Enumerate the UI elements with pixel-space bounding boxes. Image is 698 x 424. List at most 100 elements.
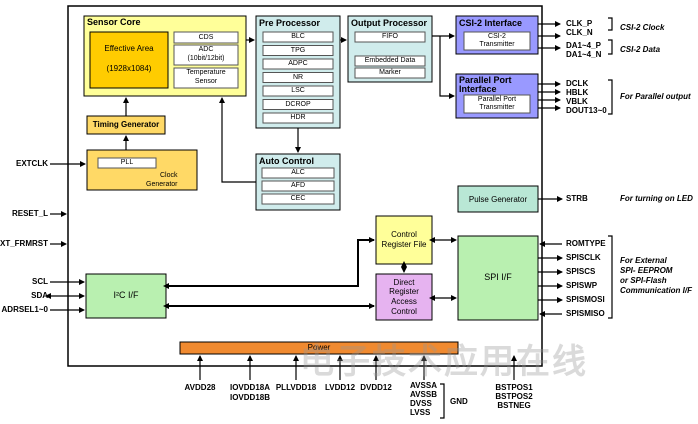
pre-processor-items xyxy=(262,31,334,124)
pin-spisclk: SPISCLK xyxy=(566,253,601,262)
note-strb: For turning on LED xyxy=(620,194,693,203)
pin-scl: SCL xyxy=(32,277,48,286)
pre-item-tpg: TPG xyxy=(290,46,306,54)
pre-item-box-blc xyxy=(262,31,334,43)
pin-adrsel: ADRSEL1~0 xyxy=(1,305,48,314)
pll-label: PLL xyxy=(120,159,134,166)
timing-generator-label: Timing Generator xyxy=(92,120,160,129)
pre-item-blc: BLC xyxy=(291,33,305,40)
pin-spiswp: SPISWP xyxy=(566,281,598,290)
pre-item-box-tpg xyxy=(262,45,334,56)
pin-dvdd12: DVDD12 xyxy=(360,383,392,392)
pin-dclk: DCLK xyxy=(566,79,589,88)
parallel-transmitter-block xyxy=(463,94,531,114)
pin-bstpos2: BSTPOS2 xyxy=(495,392,533,401)
effective-area-size: (1928x1084) xyxy=(106,64,152,73)
pin-lvss: LVSS xyxy=(410,408,431,417)
pin-lvdd12: LVDD12 xyxy=(324,383,356,392)
pin-reset: RESET_L xyxy=(11,209,48,218)
clock-generator-label-2: Generator xyxy=(146,181,178,188)
pre-item-box-hdr xyxy=(262,112,334,124)
direct-register-label-3: Access xyxy=(391,297,417,306)
csi2-inner-1: CSI-2 xyxy=(488,33,506,40)
afd-label: AFD xyxy=(291,182,305,189)
note-spi-3: or SPI-Flash xyxy=(620,276,667,285)
adc-label: ADC xyxy=(198,46,214,53)
note-spi-1: For External xyxy=(620,256,667,265)
pin-dvss: DVSS xyxy=(410,399,432,408)
auto-control-title: Auto Control xyxy=(259,156,314,166)
pin-vblk: VBLK xyxy=(566,97,588,106)
pin-bstpos1: BSTPOS1 xyxy=(495,383,533,392)
pin-clk-p: CLK_P xyxy=(566,19,593,28)
pin-iovdd18a: IOVDD18A xyxy=(229,383,270,392)
pin-dout: DOUT13~0 xyxy=(566,106,607,115)
pulse-generator-block xyxy=(457,185,539,213)
clock-generator-label-1: Clock xyxy=(160,172,178,179)
direct-register-label-1: Direct xyxy=(393,278,415,287)
note-spi-2: SPI- EEPROM xyxy=(620,266,673,275)
pin-bstneg: BSTNEG xyxy=(497,401,531,410)
effective-area-block xyxy=(89,31,169,89)
pin-avdd28: AVDD28 xyxy=(184,383,216,392)
cds-block xyxy=(173,31,239,44)
pin-pllvdd18: PLLVDD18 xyxy=(275,383,317,392)
direct-register-block xyxy=(375,273,433,321)
i2c-label: I²C I/F xyxy=(113,290,139,300)
power-block xyxy=(179,341,459,355)
pre-processor-title: Pre Processor xyxy=(259,18,321,28)
pin-romtype: ROMTYPE xyxy=(566,239,606,248)
cec-block xyxy=(261,193,335,205)
direct-register-label-2: Register xyxy=(389,287,419,296)
afd-block xyxy=(261,180,335,192)
parallel-inner-1: Parallel Port xyxy=(477,96,517,103)
pre-item-box-nr xyxy=(262,72,334,83)
spi-label: SPI I/F xyxy=(484,272,512,282)
csi2-inner-2: Transmitter xyxy=(479,41,515,48)
power-label: Power xyxy=(307,343,331,352)
cds-label: CDS xyxy=(198,34,214,41)
note-spi-4: Communication I/F xyxy=(620,286,692,295)
watermark: 电子技术应用在线 xyxy=(300,343,588,381)
note-csi-clock: CSI-2 Clock xyxy=(620,23,665,32)
embedded-data-block xyxy=(354,55,426,67)
temp-label-2: Sensor xyxy=(194,78,218,85)
fifo-label: FIFO xyxy=(382,33,398,40)
pin-avssb: AVSSB xyxy=(410,390,437,399)
effective-area-label: Effective Area xyxy=(104,44,154,53)
pin-spiscs: SPISCS xyxy=(566,267,596,276)
parallel-title-2: Interface xyxy=(459,84,497,94)
pre-item-dcrop: DCROP xyxy=(285,100,311,108)
gnd-label: GND xyxy=(450,397,468,406)
marker-block xyxy=(354,67,426,79)
csi2-title: CSI-2 Interface xyxy=(459,18,523,28)
embedded-data-label: Embedded Data xyxy=(364,57,416,64)
pulse-generator-label: Pulse Generator xyxy=(468,195,528,204)
pre-item-lsc: LSC xyxy=(291,87,305,94)
pre-item-box-lsc xyxy=(262,85,334,97)
csi2-transmitter-block xyxy=(463,31,531,51)
clock-generator-block xyxy=(86,149,198,191)
pre-item-hdr: HDR xyxy=(290,114,306,121)
spi-block xyxy=(457,235,539,321)
sensor-core-title: Sensor Core xyxy=(87,17,141,27)
pre-item-nr: NR xyxy=(292,73,304,81)
temp-sensor-block xyxy=(173,67,239,89)
output-processor-title: Output Processor xyxy=(351,18,428,28)
temp-label-1: Temperature xyxy=(186,69,226,76)
adc-block xyxy=(173,44,239,66)
fifo-block xyxy=(354,31,426,43)
pre-item-adpc: ADPC xyxy=(288,60,308,67)
marker-label: Marker xyxy=(379,69,401,76)
control-register-label-2: Register File xyxy=(381,240,427,249)
pin-clk-n: CLK_N xyxy=(566,28,593,37)
pre-item-box-adpc xyxy=(262,58,334,70)
connections xyxy=(45,17,613,419)
cec-label: CEC xyxy=(290,195,306,202)
pin-iovdd18b: IOVDD18B xyxy=(229,393,270,402)
pll-block xyxy=(97,157,157,169)
alc-label: ALC xyxy=(291,169,305,176)
pre-item-box-dcrop xyxy=(262,99,334,110)
adc-bits-label: (10bit/12bit) xyxy=(187,55,225,62)
